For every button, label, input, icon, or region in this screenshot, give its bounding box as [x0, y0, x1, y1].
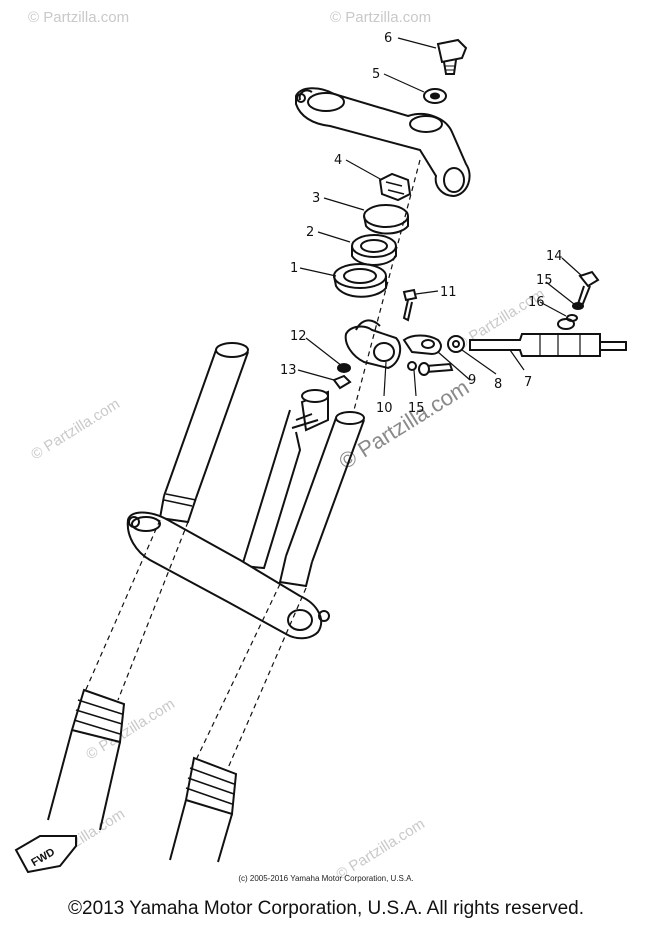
watermark: © Partzilla.com — [28, 9, 129, 26]
part-11-bolt — [402, 288, 418, 322]
steering-stem — [240, 389, 329, 570]
right-fork-tube — [278, 411, 365, 588]
part-7-damper — [469, 318, 627, 357]
callout-14: 14 — [546, 249, 563, 264]
right-fork-boot — [169, 756, 238, 863]
part-8-nut — [447, 335, 465, 353]
left-fork-boot — [47, 688, 126, 831]
callout-6: 6 — [384, 31, 392, 46]
part-12-13-nut — [332, 363, 352, 390]
fork-guide-lines — [83, 159, 421, 769]
part-15-washer-lower — [407, 361, 454, 376]
fwd-arrow — [14, 835, 77, 874]
callout-13: 13 — [280, 363, 297, 378]
callout-10: 10 — [376, 401, 393, 416]
lower-bracket — [126, 511, 330, 640]
part-3-cover — [363, 204, 409, 235]
callout-5: 5 — [372, 67, 380, 82]
callout-12: 12 — [290, 329, 307, 344]
leader-lines — [297, 37, 583, 397]
watermark-layer: © Partzilla.com © Partzilla.com © Partzi… — [28, 9, 548, 883]
small-copyright: (c) 2005-2016 Yamaha Motor Corporation, … — [238, 874, 414, 883]
callout-15-lower: 15 — [408, 401, 425, 416]
upper-bracket — [295, 87, 471, 198]
watermark: © Partzilla.com — [28, 395, 123, 463]
callout-8: 8 — [494, 377, 502, 392]
part-9-rod-end — [402, 334, 442, 356]
callout-3: 3 — [312, 191, 320, 206]
exploded-drawing — [14, 37, 627, 874]
part-6-bolt — [436, 38, 468, 75]
part-5-washer — [423, 88, 447, 104]
left-fork-tube — [158, 342, 249, 524]
callout-1: 1 — [290, 261, 298, 276]
part-2-bearing — [351, 234, 397, 266]
callout-4: 4 — [334, 153, 342, 168]
main-copyright: ©2013 Yamaha Motor Corporation, U.S.A. A… — [68, 898, 584, 919]
callout-2: 2 — [306, 225, 314, 240]
callout-16: 16 — [528, 295, 545, 310]
callout-15: 15 — [536, 273, 553, 288]
watermark: © Partzilla.com — [330, 9, 431, 26]
part-1-race — [333, 263, 387, 298]
part-4-nut — [378, 172, 412, 202]
callout-7: 7 — [524, 375, 532, 390]
callout-11: 11 — [440, 285, 457, 300]
callout-9: 9 — [468, 373, 476, 388]
part-10-bracket — [344, 319, 402, 370]
part-14-16-bolt — [566, 270, 600, 322]
